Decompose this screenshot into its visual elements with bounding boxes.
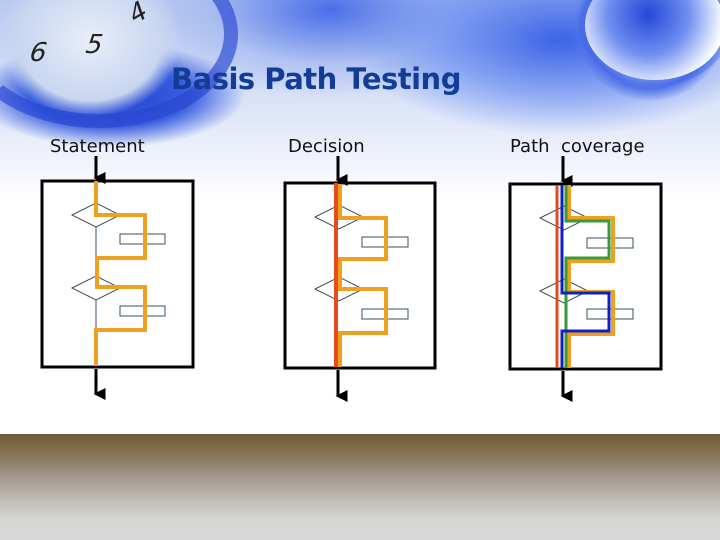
- statement-coverage-path: [94, 181, 147, 366]
- statement-node-2: [119, 305, 166, 317]
- second-branch-path: [560, 185, 611, 368]
- bottom-gradient-band: [0, 434, 720, 540]
- both-branches-path: [567, 185, 615, 368]
- branch-coverage-path: [338, 184, 388, 367]
- path-coverage-panel: [508, 156, 663, 402]
- statement-node-1: [119, 233, 166, 245]
- statement-panel: [40, 156, 195, 400]
- decision-frame: [283, 181, 437, 370]
- path-coverage-frame: [508, 182, 663, 371]
- slide-title: Basis Path Testing: [171, 62, 461, 96]
- statement-frame: [40, 179, 195, 369]
- panel-label-path-coverage: Path coverage: [510, 136, 645, 157]
- panel-label-decision: Decision: [288, 136, 365, 157]
- first-branch-path: [564, 185, 611, 368]
- decision-panel: [283, 156, 437, 402]
- panel-label-statement: Statement: [50, 136, 145, 157]
